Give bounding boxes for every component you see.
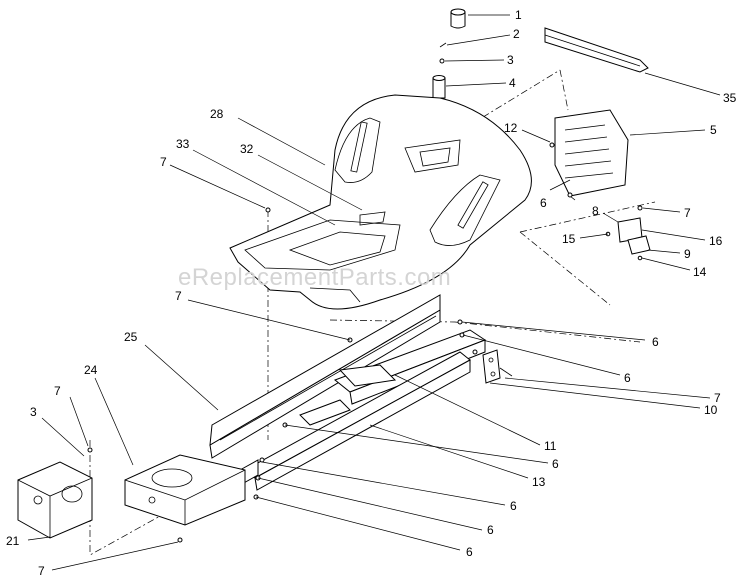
- watermark: eReplacementParts.com: [178, 264, 451, 291]
- part-10-bracket: [482, 349, 513, 384]
- callout-6-lower-2: 6: [510, 499, 517, 513]
- callout-24: 24: [84, 363, 98, 377]
- callout-28: 28: [210, 107, 224, 121]
- callout-3: 3: [507, 53, 514, 67]
- callouts: 1 2 3 4 35 28 5 12 33 32 7 6 7 8 15 16 9…: [6, 8, 737, 578]
- fuel-cap-assembly: [432, 8, 466, 99]
- callout-6-lower-4: 6: [466, 545, 473, 559]
- callout-6-right-1: 6: [652, 335, 659, 349]
- callout-25: 25: [124, 330, 138, 344]
- callout-7-left: 7: [54, 384, 61, 398]
- callout-32: 32: [240, 142, 254, 156]
- callout-21: 21: [6, 534, 20, 548]
- frame-rails: [209, 294, 487, 491]
- callout-6-lower-1: 6: [552, 457, 559, 471]
- callout-7-right: 7: [714, 391, 721, 405]
- callout-33: 33: [176, 137, 190, 151]
- callout-6-lower-3: 6: [487, 523, 494, 537]
- callout-10: 10: [704, 403, 718, 417]
- callout-15: 15: [562, 232, 576, 246]
- part-35-rail: [544, 27, 649, 73]
- callout-13: 13: [532, 475, 546, 489]
- part-5-panel: [554, 109, 629, 201]
- callout-14: 14: [693, 265, 707, 279]
- callout-4: 4: [509, 76, 516, 90]
- part-21-bracket: [17, 461, 93, 539]
- callout-12: 12: [504, 121, 518, 135]
- fender-assembly: [229, 94, 532, 310]
- switch-bracket: [605, 217, 651, 261]
- callout-16: 16: [709, 234, 723, 248]
- callout-11: 11: [544, 439, 557, 453]
- callout-9: 9: [684, 247, 691, 261]
- callout-35: 35: [723, 91, 737, 105]
- callout-6-panel: 6: [540, 196, 547, 210]
- callout-7-upper-left: 7: [160, 155, 167, 169]
- leader-lines: [27, 14, 721, 571]
- callout-7-mid: 7: [175, 289, 182, 303]
- callout-2: 2: [513, 27, 520, 41]
- callout-5: 5: [710, 123, 717, 137]
- part-24-plate: [124, 454, 246, 526]
- callout-6-right-2: 6: [624, 371, 631, 385]
- callout-1: 1: [515, 8, 522, 22]
- callout-7-panel: 7: [684, 206, 691, 220]
- callout-8: 8: [592, 204, 599, 218]
- callout-7-bottom: 7: [38, 564, 45, 578]
- callout-3-left: 3: [30, 405, 37, 419]
